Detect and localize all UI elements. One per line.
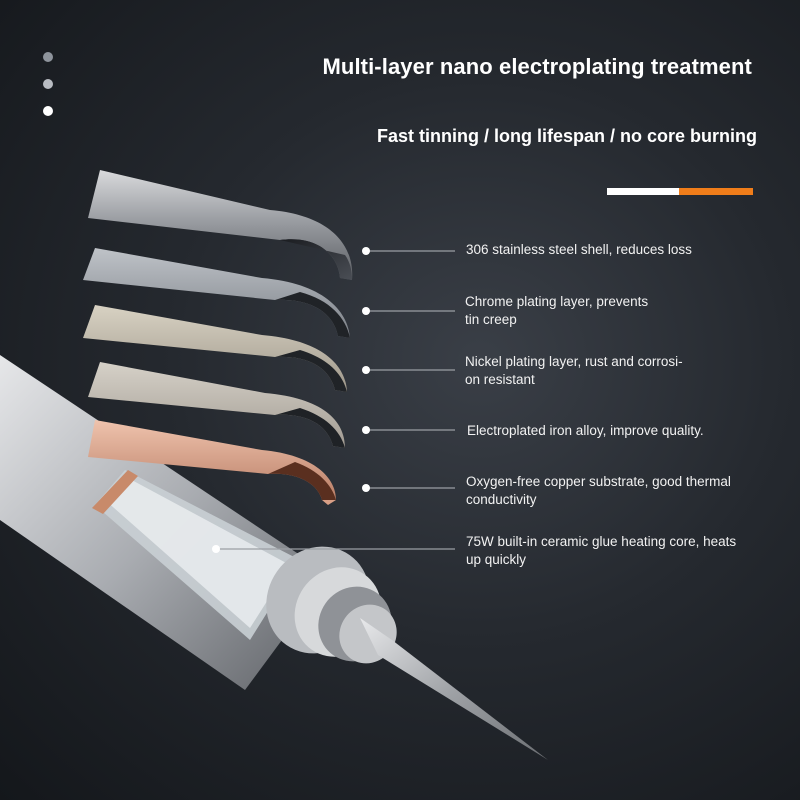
dot-2 <box>43 79 53 89</box>
accent-bar-orange <box>679 188 753 195</box>
label-iron-alloy: Electroplated iron alloy, improve qualit… <box>467 423 704 438</box>
decorative-dots <box>43 52 53 133</box>
layer-copper-graphic <box>88 420 336 505</box>
layer-iron-graphic <box>88 362 345 448</box>
layer-nickel-graphic <box>83 305 347 392</box>
callout-dots <box>212 247 370 553</box>
label-stainless-steel-shell: 306 stainless steel shell, reduces loss <box>466 242 692 257</box>
iron-barrel <box>0 355 330 690</box>
layer-shell-graphic <box>88 170 353 280</box>
callout-lines <box>216 250 455 550</box>
iron-tip <box>266 546 548 760</box>
page-subtitle: Fast tinning / long lifespan / no core b… <box>377 126 757 146</box>
dot-1 <box>43 52 53 62</box>
accent-bar-white <box>607 188 679 195</box>
label-chrome-plating: Chrome plating layer, prevents tin creep <box>465 294 649 327</box>
accent-bar <box>607 188 753 195</box>
label-ceramic-core: 75W built-in ceramic glue heating core, … <box>466 534 737 567</box>
label-copper-substrate: Oxygen-free copper substrate, good therm… <box>466 474 731 507</box>
label-nickel-plating: Nickel plating layer, rust and corrosi- … <box>465 354 683 387</box>
layer-chrome-graphic <box>83 248 350 338</box>
page-title: Multi-layer nano electroplating treatmen… <box>322 54 752 79</box>
dot-3 <box>43 106 53 116</box>
